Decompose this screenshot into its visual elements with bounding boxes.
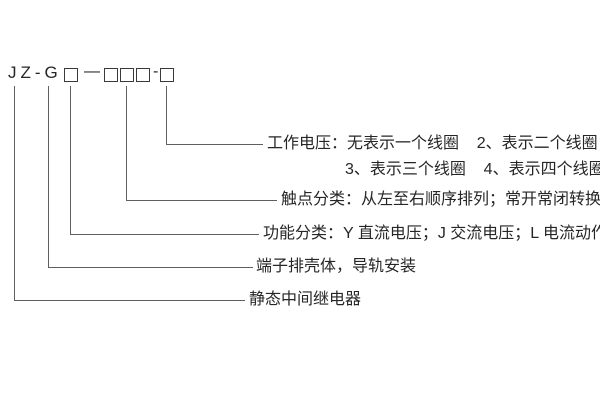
label-function-classification: 功能分类：Y 直流电压；J 交流电压；L 电流动作 xyxy=(263,225,600,242)
code-box-voltage xyxy=(160,68,174,82)
connector-function-classification xyxy=(70,86,259,235)
connector-contact-classification xyxy=(126,86,277,201)
label-contact-classification: 触点分类：从左至右顺序排列；常开常闭转换 xyxy=(281,191,600,208)
model-code-prefix: JZ-G xyxy=(8,63,62,82)
connector-working-voltage xyxy=(166,86,263,145)
label-working-voltage-line2: 3、表示三个线圈 4、表示四个线圈 xyxy=(345,161,600,178)
code-separator-long: — xyxy=(84,63,100,80)
connector-relay-type xyxy=(14,86,245,301)
label-working-voltage: 工作电压：无表示一个线圈 2、表示二个线圈 xyxy=(267,135,598,152)
label-relay-type: 静态中间继电器 xyxy=(249,291,362,308)
code-box-function xyxy=(64,68,78,82)
code-box-contact-2 xyxy=(120,68,134,82)
code-separator-short: - xyxy=(153,63,159,80)
label-housing: 端子排壳体，导轨安装 xyxy=(256,258,417,275)
code-box-contact-3 xyxy=(136,68,150,82)
code-box-contact-1 xyxy=(104,68,118,82)
connector-housing xyxy=(48,86,253,268)
